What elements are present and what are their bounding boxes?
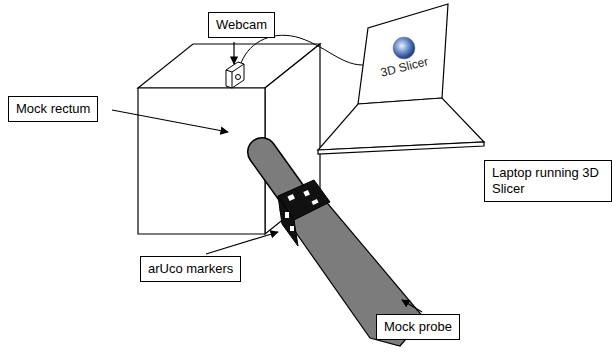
aruco-markers <box>278 180 330 246</box>
leader-lines <box>112 42 422 312</box>
webcam-label-box: Webcam <box>208 12 275 38</box>
node-text: Laptop running 3D Slicer <box>492 165 604 197</box>
webcam-cable <box>241 35 372 65</box>
laptop-label-box: Laptop running 3D Slicer <box>484 160 612 202</box>
webcam-device <box>226 62 244 88</box>
node-text: Webcam <box>216 17 267 33</box>
aruco-label-box: arUco markers <box>140 256 241 282</box>
node-text: Mock rectum <box>16 101 90 117</box>
mock-probe-label-box: Mock probe <box>376 314 460 340</box>
node-text: arUco markers <box>148 261 233 277</box>
mock-rectum-label-box: Mock rectum <box>8 96 98 122</box>
node-text: Mock probe <box>384 319 452 335</box>
slicer-logo <box>393 37 415 59</box>
laptop <box>318 4 484 154</box>
